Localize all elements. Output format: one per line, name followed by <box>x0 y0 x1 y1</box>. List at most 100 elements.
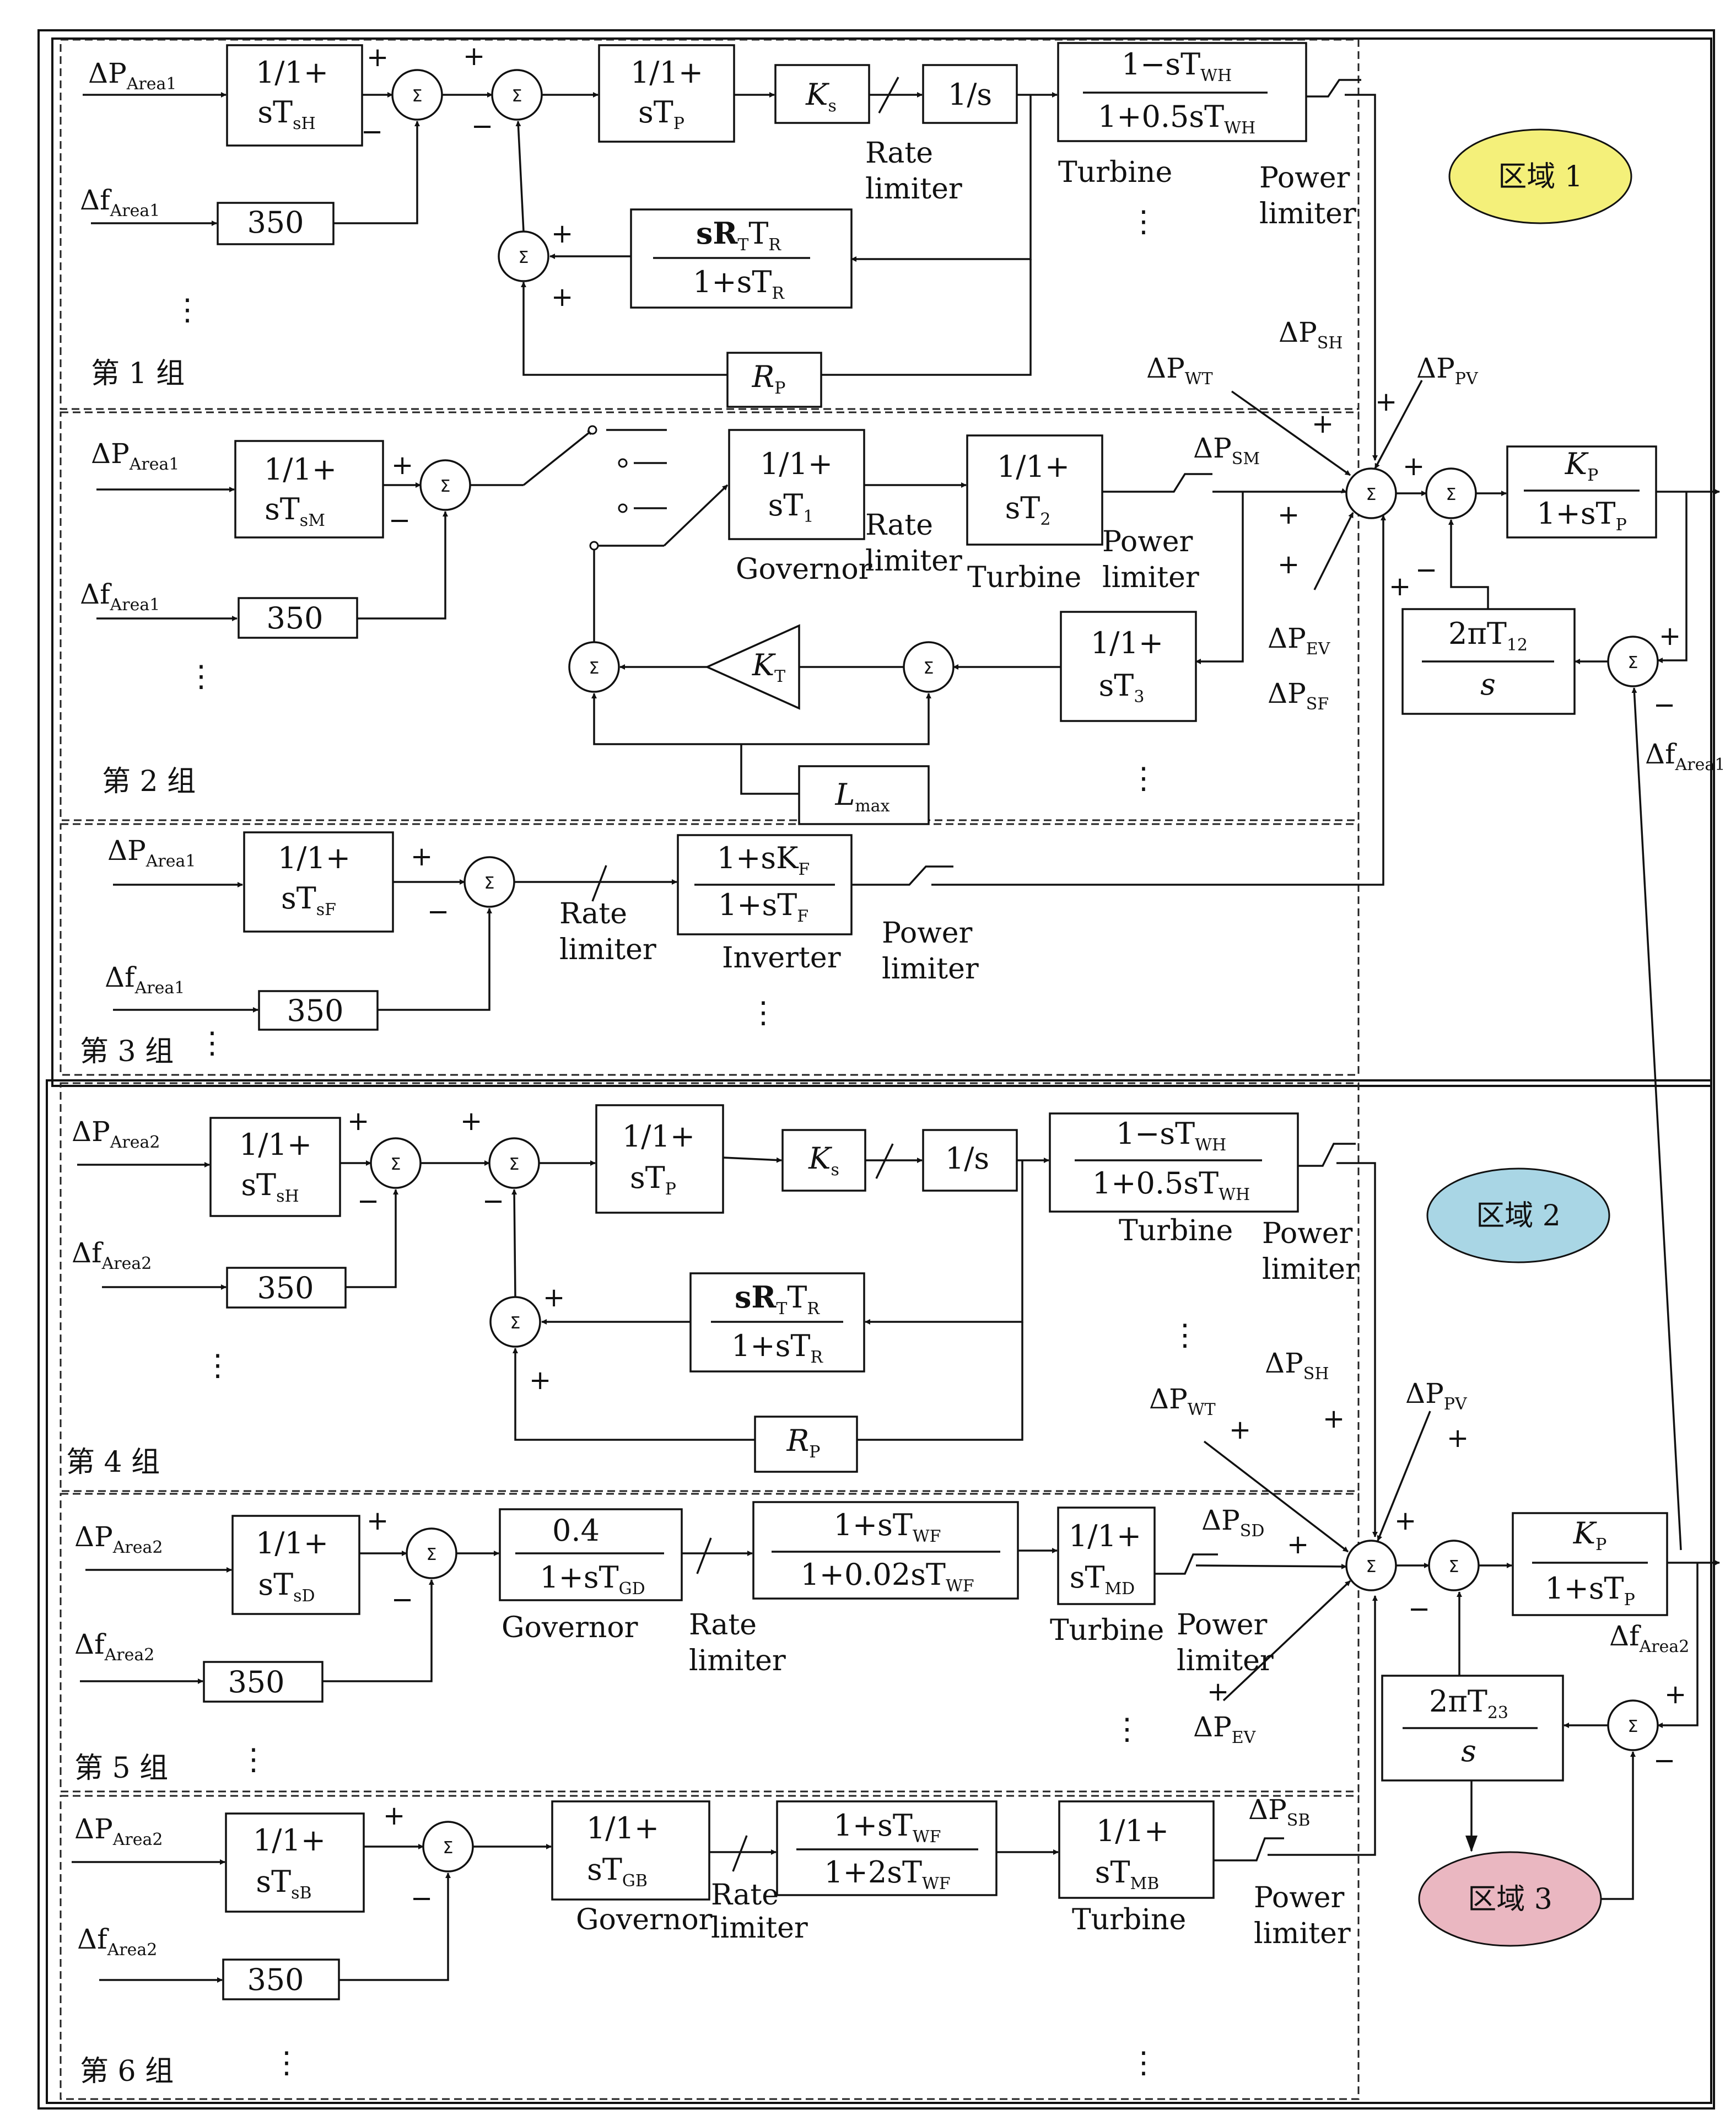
svg-text:sTsM: sTsM <box>265 492 325 530</box>
svg-text:+: + <box>366 42 389 73</box>
svg-text:1/1+: 1/1+ <box>1091 626 1163 660</box>
svg-text:ΔfArea2: ΔfArea2 <box>74 1628 154 1665</box>
g1-gain-350 <box>217 202 335 245</box>
svg-text:limiter: limiter <box>1177 1644 1274 1677</box>
svg-text:⋮: ⋮ <box>186 659 216 693</box>
g4-tsh-block <box>209 1117 341 1217</box>
svg-text:⋮: ⋮ <box>1129 761 1158 795</box>
svg-text:limiter: limiter <box>1262 1253 1359 1286</box>
svg-text:⋮: ⋮ <box>1129 204 1158 239</box>
svg-text:1+sTWF: 1+sTWF <box>834 1808 941 1847</box>
group2-frame <box>60 411 1360 821</box>
svg-text:1/1+: 1/1+ <box>1069 1519 1141 1553</box>
svg-text:Rate: Rate <box>689 1608 757 1642</box>
g5-md-block <box>1057 1506 1156 1605</box>
svg-text:ΔPPV: ΔPPV <box>1405 1378 1468 1414</box>
svg-text:1+2sTWF: 1+2sTWF <box>824 1855 950 1893</box>
group5: ΔPArea2 1/1+ sTsD + − Σ 0.4 1+sTGD Gover… <box>74 1501 1347 1777</box>
svg-text:sTMB: sTMB <box>1095 1855 1160 1893</box>
svg-text:limiter: limiter <box>711 1912 808 1945</box>
g4-tp-block <box>595 1104 724 1214</box>
svg-text:1/1+: 1/1+ <box>256 1526 328 1561</box>
svg-text:sTsF: sTsF <box>281 881 336 919</box>
svg-text:RP: RP <box>752 359 786 398</box>
g6-tsb-block <box>225 1812 365 1913</box>
svg-text:Σ: Σ <box>1446 485 1457 504</box>
svg-text:+: + <box>1323 1403 1345 1434</box>
svg-text:KT: KT <box>752 648 785 686</box>
g5-tsd-block <box>231 1515 360 1615</box>
svg-text:Turbine: Turbine <box>1058 156 1172 189</box>
group2-label: 第 2 组 <box>102 765 196 798</box>
svg-text:KP: KP <box>1573 1516 1607 1554</box>
svg-text:Turbine: Turbine <box>1119 1214 1233 1247</box>
svg-text:Σ: Σ <box>589 659 600 678</box>
svg-text:−: − <box>1415 555 1437 585</box>
svg-text:−: − <box>411 1883 433 1914</box>
svg-text:ΔPSM: ΔPSM <box>1193 432 1260 469</box>
svg-text:1/1+: 1/1+ <box>630 55 703 90</box>
svg-text:Turbine: Turbine <box>967 561 1081 594</box>
group3: ΔPArea1 1/1+ sTsF + − Σ Rate limiter 1+s… <box>105 515 1386 1060</box>
svg-text:1/1+: 1/1+ <box>997 449 1070 484</box>
area1-badge: 区域 1 <box>1448 128 1632 224</box>
svg-text:Σ: Σ <box>512 87 522 106</box>
area1-summing: Σ ΔPSH ΔPWT + + ΔPPV + + + ΔPEV ΔPSF + Σ… <box>1146 316 1725 1551</box>
svg-text:1+sKF: 1+sKF <box>717 841 810 879</box>
svg-text:−: − <box>1653 1745 1675 1776</box>
svg-text:sTsH: sTsH <box>241 1167 299 1206</box>
svg-text:Governor: Governor <box>576 1903 713 1936</box>
svg-text:ΔfArea2: ΔfArea2 <box>72 1237 152 1273</box>
svg-text:350: 350 <box>266 601 323 636</box>
svg-text:limiter: limiter <box>882 953 979 986</box>
svg-text:ΔfArea2: ΔfArea2 <box>1609 1620 1689 1656</box>
svg-text:1/1+: 1/1+ <box>239 1127 312 1162</box>
svg-text:350: 350 <box>257 1271 314 1305</box>
svg-text:Rate: Rate <box>865 509 933 542</box>
svg-text:−: − <box>427 896 449 927</box>
svg-text:KP: KP <box>1565 446 1599 485</box>
svg-text:s: s <box>1461 1734 1476 1768</box>
svg-text:Σ: Σ <box>924 659 934 678</box>
svg-text:Inverter: Inverter <box>722 941 841 975</box>
svg-text:ΔPArea2: ΔPArea2 <box>74 1521 163 1557</box>
svg-text:ΔfArea2: ΔfArea2 <box>77 1923 157 1960</box>
area1-frame <box>51 37 1712 1087</box>
svg-text:+: + <box>366 1505 389 1536</box>
g2-t3-block <box>1060 611 1197 722</box>
g5-gain-350 <box>203 1661 324 1703</box>
svg-text:1+0.5sTWH: 1+0.5sTWH <box>1092 1166 1250 1204</box>
g5-wf-block <box>752 1501 1019 1600</box>
group1-frame <box>60 39 1360 410</box>
svg-text:ΔPPV: ΔPPV <box>1416 352 1479 389</box>
svg-text:Power: Power <box>1254 1881 1344 1914</box>
svg-text:+: + <box>551 218 573 249</box>
g2-lmax-block <box>798 765 930 825</box>
svg-text:350: 350 <box>228 1665 284 1699</box>
svg-text:s: s <box>1480 667 1496 702</box>
svg-text:ΔPArea1: ΔPArea1 <box>91 438 180 474</box>
svg-text:limiter: limiter <box>1259 197 1356 230</box>
svg-text:Σ: Σ <box>412 87 423 106</box>
g6-wf-block <box>776 1800 998 1896</box>
svg-text:1+sTR: 1+sTR <box>693 265 785 303</box>
svg-text:ΔPSD: ΔPSD <box>1201 1504 1264 1541</box>
svg-text:Power: Power <box>1259 162 1350 195</box>
g1-dp-label: ΔPArea1 <box>88 57 177 94</box>
g4-turbine-block <box>1049 1112 1299 1213</box>
g6-governor-block <box>551 1800 710 1901</box>
g1-tp-block <box>598 44 735 143</box>
group4: ΔPArea2 1/1+ sTsH + − Σ + − Σ 1/1+ sTP K… <box>72 1104 1378 1537</box>
svg-text:Σ: Σ <box>1628 653 1638 672</box>
svg-text:Lmax: Lmax <box>834 777 889 816</box>
svg-text:350: 350 <box>287 993 343 1028</box>
svg-text:ΔfArea1: ΔfArea1 <box>1645 738 1725 774</box>
svg-text:⋮: ⋮ <box>748 995 778 1030</box>
svg-text:+: + <box>1394 1505 1416 1536</box>
svg-text:ΔPArea1: ΔPArea1 <box>107 835 196 871</box>
group1-label: 第 1 组 <box>91 357 185 390</box>
group1: ΔPArea1 1/1+ sTsH + − Σ + − Σ 1/1+ sTP K… <box>80 41 1378 461</box>
group5-label: 第 5 组 <box>74 1752 168 1785</box>
area2-label: 区域 2 <box>1476 1199 1561 1233</box>
svg-text:+: + <box>383 1800 405 1831</box>
